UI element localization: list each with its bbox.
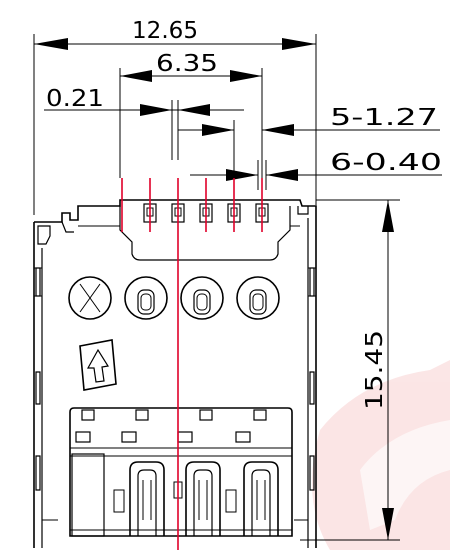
watermark-logo [312,360,450,550]
dimension-pitch: 5-1.27 [178,105,440,178]
dimension-label-offset: 0.21 [46,86,104,112]
dimension-pin-span: 6.35 [119,51,263,178]
lower-contact-area [69,407,293,537]
round-bosses [68,276,280,320]
dimension-label-overall-height: 15.45 [362,330,388,410]
dimension-label-pin-span: 6.35 [156,51,218,77]
dimension-pin-width: 6-0.40 [190,150,442,190]
up-arrow-icon [79,339,117,391]
dimension-overall-height: 15.45 [300,199,400,541]
dimension-label-pitch: 5-1.27 [330,105,438,131]
dimension-overall-width: 12.65 [33,18,317,215]
dimension-label-pin-width: 6-0.40 [330,150,442,176]
connector-body [33,199,317,548]
pin-centerlines [121,178,263,550]
dimension-label-overall-width: 12.65 [132,18,198,44]
dimension-offset: 0.21 [44,86,244,160]
